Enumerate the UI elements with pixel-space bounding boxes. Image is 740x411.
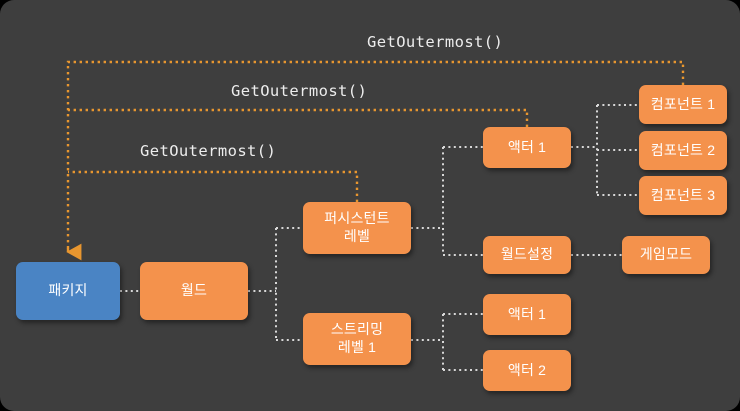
- node-component-1-label: 컴포넌트 1: [650, 95, 716, 112]
- node-world-label: 월드: [180, 282, 208, 299]
- node-world-settings-label: 월드설정: [500, 246, 554, 263]
- node-component-3-label: 컴포넌트 3: [650, 186, 716, 203]
- node-persistent-level-label: 퍼시스턴트 레벨: [324, 210, 390, 244]
- node-world[interactable]: 월드: [140, 262, 248, 320]
- edge-getoutermost-bottom: [68, 170, 359, 202]
- node-component-2-label: 컴포넌트 2: [650, 141, 716, 158]
- node-actor-1-bottom-label: 액터 1: [507, 305, 547, 322]
- node-actor-2-label: 액터 2: [507, 361, 547, 378]
- node-component-2[interactable]: 컴포넌트 2: [639, 131, 727, 170]
- edge-getoutermost-middle: [68, 108, 529, 127]
- node-actor-1-top[interactable]: 액터 1: [483, 127, 571, 168]
- node-package-label: 패키지: [48, 282, 88, 299]
- node-actor-2[interactable]: 액터 2: [483, 350, 571, 391]
- node-persistent-level[interactable]: 퍼시스턴트 레벨: [303, 202, 411, 254]
- node-game-mode-label: 게임모드: [639, 246, 693, 263]
- node-actor-1-bottom[interactable]: 액터 1: [483, 294, 571, 335]
- node-world-settings[interactable]: 월드설정: [483, 236, 571, 274]
- annotation-getoutermost-top: GetOutermost(): [367, 33, 504, 51]
- node-package[interactable]: 패키지: [16, 262, 120, 320]
- node-actor-1-top-label: 액터 1: [507, 138, 547, 155]
- node-streaming-level-label: 스트리밍 레벨 1: [330, 321, 384, 355]
- annotation-getoutermost-middle: GetOutermost(): [231, 82, 368, 100]
- annotation-getoutermost-bottom: GetOutermost(): [140, 142, 277, 160]
- edge-getoutermost-top: [66, 60, 685, 250]
- node-component-3[interactable]: 컴포넌트 3: [639, 176, 727, 215]
- node-component-1[interactable]: 컴포넌트 1: [639, 85, 727, 124]
- node-streaming-level[interactable]: 스트리밍 레벨 1: [303, 313, 411, 365]
- node-game-mode[interactable]: 게임모드: [622, 236, 710, 274]
